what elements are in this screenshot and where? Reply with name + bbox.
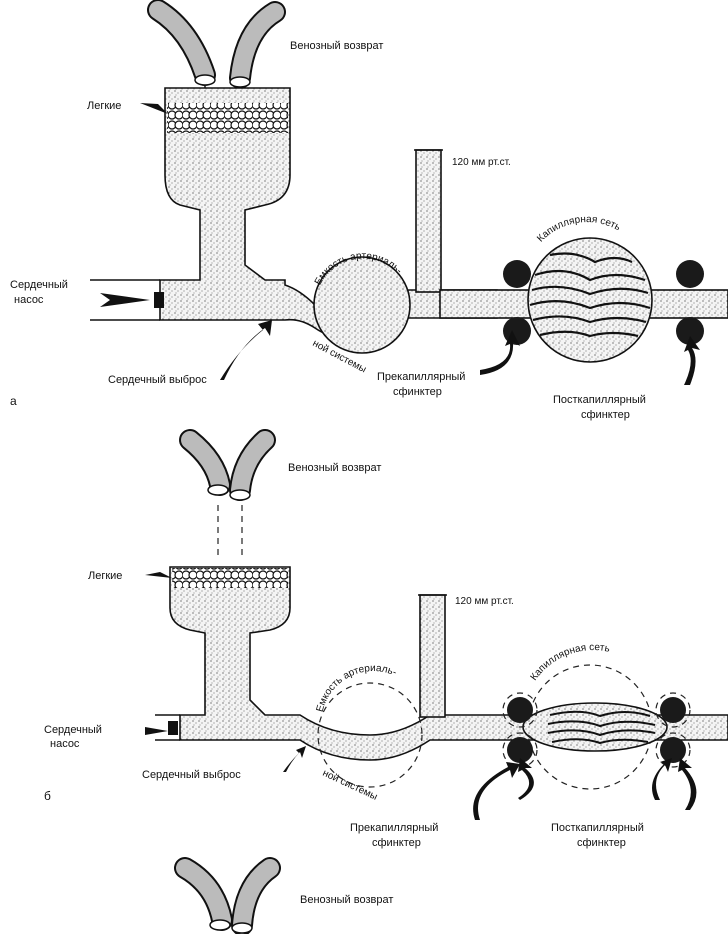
- cardiac-output-label: Сердечный выброс: [108, 374, 207, 386]
- capillary-net: [527, 237, 653, 363]
- lungs-pebbles: [167, 103, 288, 133]
- postcap-sphincter-top: [660, 697, 686, 723]
- precap-label-line1: Прекапиллярный: [350, 822, 438, 834]
- postcap-sphincter-bottom: [660, 737, 686, 763]
- venous-return-pipes-icon: [179, 429, 276, 501]
- pump-arrow-icon: [100, 293, 150, 307]
- precap-sphincter-top: [503, 260, 531, 288]
- capillary-vessels: [547, 710, 656, 745]
- precap-sphincter-bottom: [507, 737, 533, 763]
- lungs-arrow-icon: [145, 572, 172, 578]
- panel-b-letter: б: [44, 789, 51, 803]
- pump-piston: [154, 292, 164, 308]
- postcap-label-line1: Посткапиллярный: [551, 822, 644, 834]
- pump-label-line2: насос: [50, 738, 80, 750]
- pump-label-line2: насос: [14, 294, 44, 306]
- pressure-column: [415, 149, 442, 293]
- capillary-net: [522, 702, 668, 752]
- precap-label-line1: Прекапиллярный: [377, 371, 465, 383]
- arterial-capacity-label-top: Емкость артериаль-: [315, 663, 399, 713]
- arterial-capacity-label-bottom: ной системы: [321, 768, 379, 803]
- pump-piston: [168, 721, 178, 735]
- cardiac-output-label: Сердечный выброс: [142, 769, 241, 781]
- lungs-arrow-icon: [140, 103, 168, 114]
- pressure-label: 120 мм рт.ст.: [452, 157, 511, 168]
- capillary-vessels: [529, 252, 651, 338]
- postcap-arrow-icon: [652, 758, 672, 800]
- pump-label-line1: Сердечный: [44, 724, 102, 736]
- panel-c: Венозный возврат: [174, 857, 393, 934]
- cardiac-output-arrow-icon: [283, 746, 306, 772]
- precap-sphincter-top: [507, 697, 533, 723]
- postcap-sphincter-top: [676, 260, 704, 288]
- precap-label-line2: сфинктер: [372, 837, 421, 849]
- venous-return-label: Венозный возврат: [290, 40, 383, 52]
- pressure-label: 120 мм рт.ст.: [455, 596, 514, 607]
- venous-return-pipes-icon: [147, 0, 286, 102]
- arterial-capacity-dashed: [317, 682, 423, 788]
- postcap-label-line2: сфинктер: [577, 837, 626, 849]
- precap-arrow-icon: [480, 330, 520, 375]
- lungs-label: Легкие: [88, 570, 122, 582]
- precap-arrow-icon: [473, 762, 520, 820]
- pump-label-line1: Сердечный: [10, 279, 68, 291]
- postcap-arrow-icon-2: [678, 758, 697, 810]
- lungs-pebbles: [172, 568, 288, 588]
- venous-return-label: Венозный возврат: [300, 894, 393, 906]
- postcap-label-line2: сфинктер: [581, 409, 630, 421]
- panel-a: Венозный возврат Легкие Емкость артериал…: [10, 0, 728, 421]
- lungs-label: Легкие: [87, 100, 121, 112]
- arterial-capacity-sphere: [313, 256, 411, 354]
- panel-b: Венозный возврат Легкие Емкость артериал…: [44, 429, 728, 849]
- precap-arrow-icon-2: [518, 758, 534, 800]
- postcap-label-line1: Посткапиллярный: [553, 394, 646, 406]
- pump-arrow-icon: [145, 727, 168, 735]
- cardiac-output-arrow-icon: [220, 320, 272, 380]
- postcap-arrow-icon: [684, 336, 700, 385]
- venous-return-label: Венозный возврат: [288, 462, 381, 474]
- precap-label-line2: сфинктер: [393, 386, 442, 398]
- pressure-column: [419, 594, 446, 718]
- postcap-sphincter-bottom: [676, 317, 704, 345]
- panel-a-letter: а: [10, 394, 17, 408]
- capillary-net-label: Капиллярная сеть: [529, 642, 611, 683]
- venous-return-pipes-icon: [174, 857, 281, 934]
